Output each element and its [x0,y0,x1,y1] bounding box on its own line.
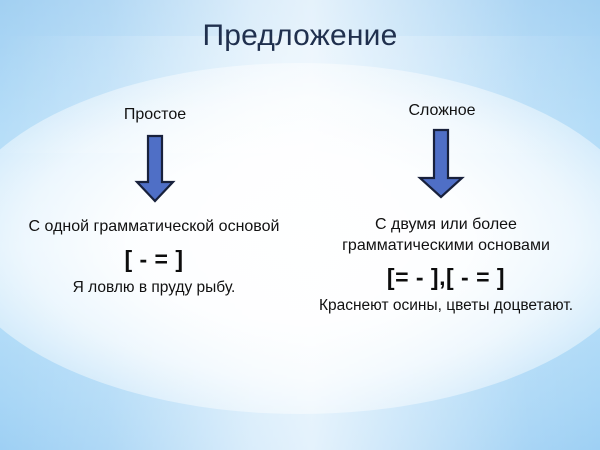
down-arrow-icon-complex [417,128,465,199]
complex-example: Краснеют осины, цветы доцветают. [318,297,574,314]
simple-scheme: [ - = ] [124,246,184,272]
column-content-complex: С двумя или более грамматическими основа… [312,214,580,316]
column-heading-simple: Простое [123,106,187,123]
page-title: Предложение [202,19,398,52]
slide-background-streak [0,36,600,153]
down-arrow-icon-simple [134,134,176,203]
simple-example: Я ловлю в пруду рыбу. [72,279,236,296]
slide-background-bloom [0,63,600,414]
complex-description: С двумя или более грамматическими основа… [342,216,550,254]
column-heading-complex: Сложное [408,102,476,119]
simple-description: С одной грамматической основой [28,218,280,235]
complex-scheme: [= - ],[ - = ] [386,264,506,290]
column-content-simple: С одной грамматической основой [ - = ] Я… [20,216,288,298]
